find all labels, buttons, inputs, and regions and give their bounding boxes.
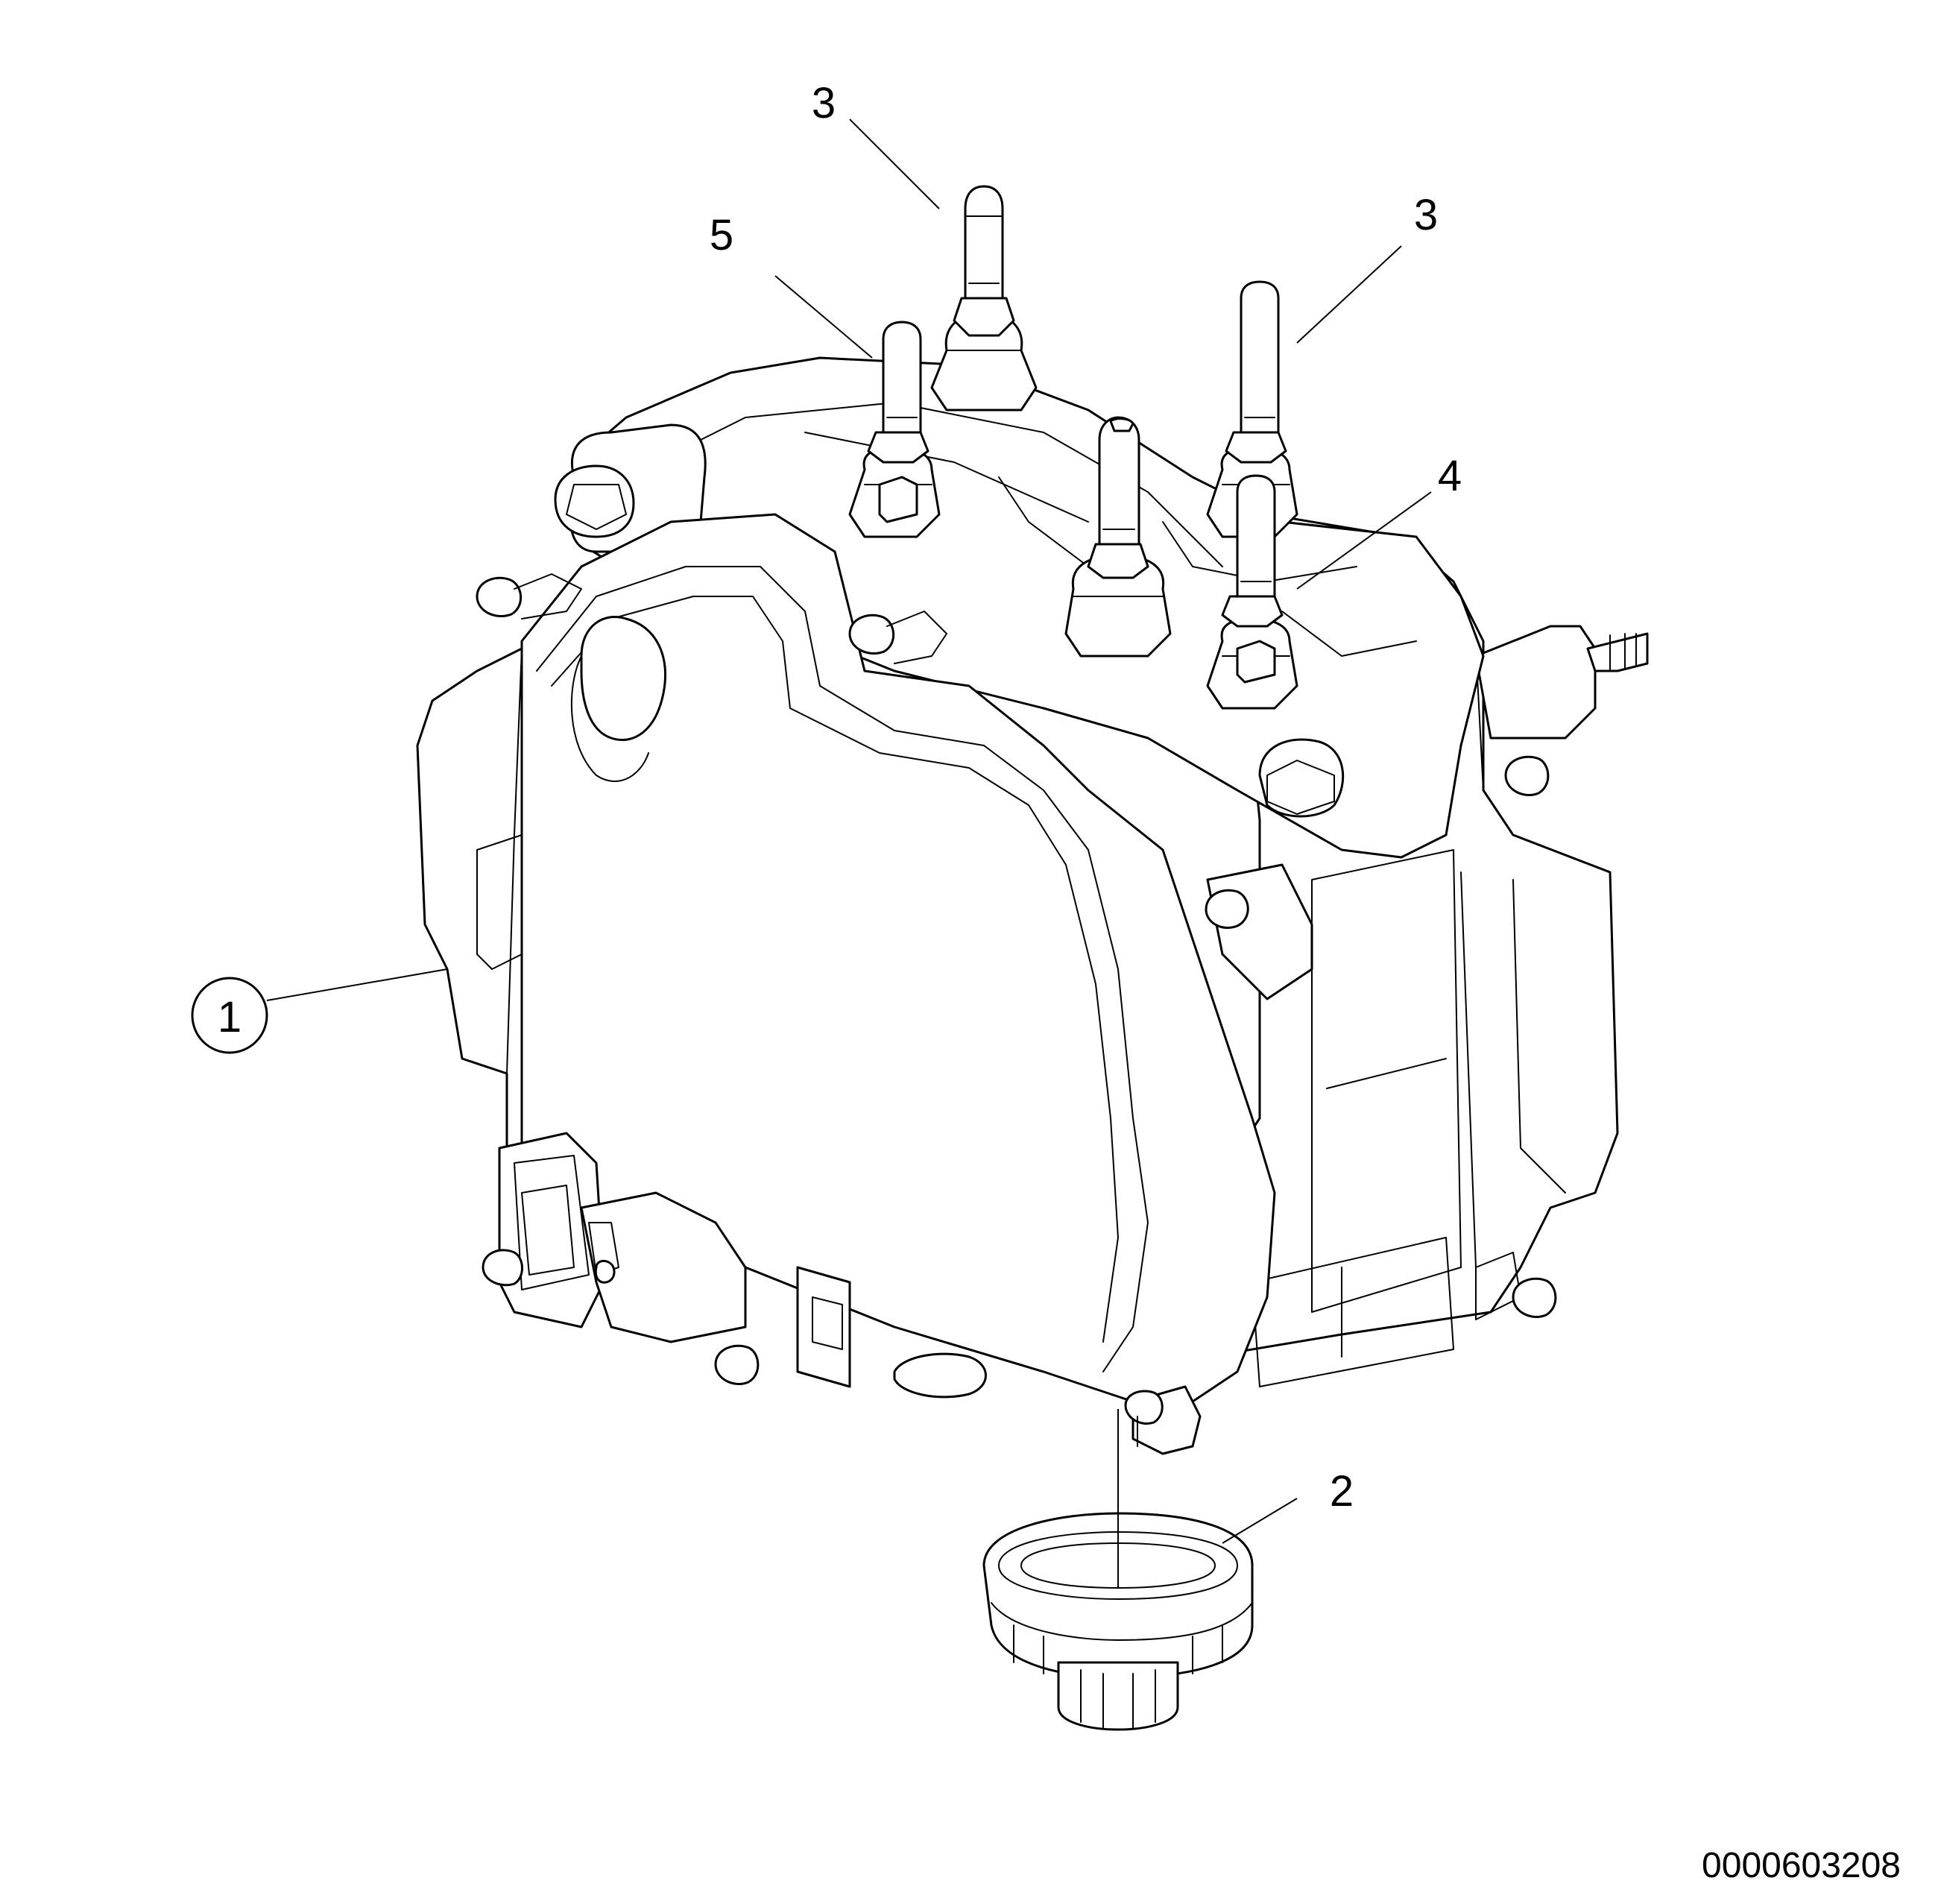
connector-5 bbox=[848, 321, 941, 538]
ring-nut bbox=[982, 1512, 1254, 1731]
callout-4: 4 bbox=[1438, 452, 1462, 500]
callout-3-right: 3 bbox=[1414, 191, 1438, 239]
callout-5: 5 bbox=[710, 211, 733, 259]
leader-line-1 bbox=[266, 968, 448, 1001]
callout-1: 1 bbox=[218, 993, 242, 1041]
leader-line-3b bbox=[1296, 245, 1402, 344]
leader-line-2 bbox=[1222, 1498, 1298, 1544]
module-assembly bbox=[416, 356, 1649, 1455]
leader-lines bbox=[266, 119, 1432, 1588]
callout-3-top: 3 bbox=[812, 79, 836, 127]
callout-1-circle bbox=[191, 977, 268, 1054]
figure-code: 0000603208 bbox=[1702, 1846, 1901, 1885]
leader-line-5 bbox=[774, 275, 873, 359]
connector-center bbox=[1064, 416, 1172, 658]
connector-3-rear bbox=[930, 185, 1038, 412]
connector-4 bbox=[1206, 474, 1298, 710]
leader-line-3a bbox=[849, 119, 940, 209]
leader-line-4 bbox=[1296, 491, 1432, 590]
callout-2: 2 bbox=[1330, 1467, 1354, 1516]
